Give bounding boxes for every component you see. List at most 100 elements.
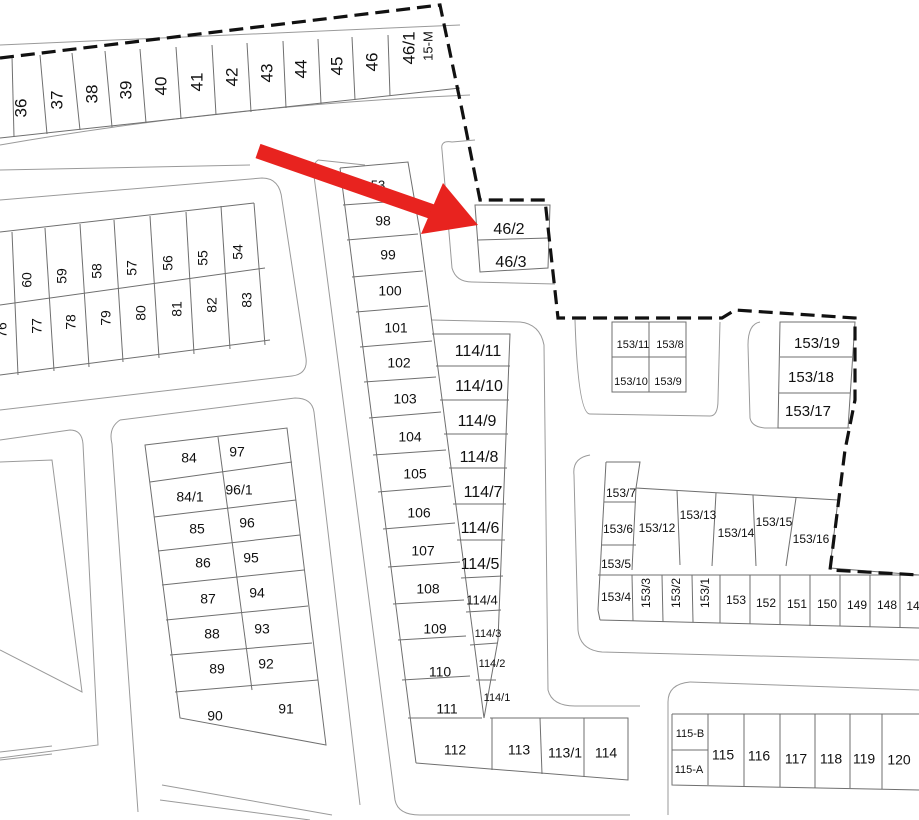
road-outlines — [0, 24, 919, 820]
plot-label-153-17: 153/17 — [785, 403, 831, 420]
plot-label-153-6: 153/6 — [603, 522, 633, 536]
plot-label-88: 88 — [204, 626, 220, 642]
plot-outlines — [0, 34, 919, 791]
plot-label-153-5: 153/5 — [601, 557, 631, 571]
plot-label-120: 120 — [887, 752, 911, 768]
plot-label-99: 99 — [380, 247, 396, 263]
plot-label-114-3: 114/3 — [475, 628, 502, 640]
plot-label-40: 40 — [151, 77, 170, 96]
plot-label-14: 14 — [906, 599, 919, 613]
plot-label-36: 36 — [11, 99, 30, 118]
plot-label-153-14: 153/14 — [718, 526, 755, 540]
plot-label-148: 148 — [877, 598, 897, 612]
plot-label-54: 54 — [230, 244, 246, 260]
plot-label-45: 45 — [327, 57, 346, 76]
plot-label-58: 58 — [89, 263, 105, 279]
plot-label-86: 86 — [195, 555, 211, 571]
plot-label-104: 104 — [398, 429, 422, 445]
plot-label-76: 76 — [0, 322, 10, 338]
plot-label-95: 95 — [243, 550, 259, 566]
plot-label-118: 118 — [820, 751, 843, 767]
plot-label-97: 97 — [229, 444, 245, 460]
plot-label-96: 96 — [239, 515, 255, 531]
plot-label-46-1: 46/1 — [399, 31, 418, 64]
plot-label-84-1: 84/1 — [176, 489, 203, 505]
plot-label-57: 57 — [124, 260, 140, 276]
plot-label-101: 101 — [384, 320, 408, 336]
plot-label-102: 102 — [387, 355, 411, 371]
plot-label-110: 110 — [429, 664, 452, 680]
plot-label-153-19: 153/19 — [794, 335, 840, 352]
plot-label-149: 149 — [847, 598, 867, 612]
plot-label-84: 84 — [181, 450, 197, 466]
plot-label-56: 56 — [160, 255, 176, 271]
plot-label-113-1: 113/1 — [548, 745, 582, 761]
plot-label-114-2: 114/2 — [479, 658, 506, 670]
plot-label-153: 153 — [726, 593, 746, 607]
plot-label-96-1: 96/1 — [225, 482, 252, 498]
plot-label-115-B: 115-B — [676, 728, 705, 740]
plot-label-114-4: 114/4 — [466, 592, 498, 607]
plot-label-81: 81 — [169, 301, 185, 317]
plot-label-44: 44 — [291, 60, 310, 79]
plot-label-77: 77 — [29, 318, 45, 334]
plot-label-89: 89 — [209, 661, 225, 677]
plot-label-114-1: 114/1 — [484, 692, 511, 704]
plot-label-98: 98 — [375, 213, 391, 229]
plot-label-38: 38 — [82, 85, 101, 104]
plot-label-59: 59 — [54, 268, 70, 284]
plot-label-153-4: 153/4 — [601, 590, 631, 604]
plot-label-46: 46 — [362, 53, 381, 72]
plot-label-46-2: 46/2 — [493, 221, 524, 238]
plot-label-114-9: 114/9 — [458, 413, 497, 430]
plot-label-114-7: 114/7 — [464, 484, 503, 501]
plot-label-152: 152 — [756, 596, 776, 610]
plot-label-100: 100 — [378, 283, 402, 299]
plot-label-78: 78 — [63, 314, 79, 330]
plot-label-114-8: 114/8 — [460, 449, 499, 466]
plot-label-83: 83 — [239, 292, 255, 308]
plot-label-55: 55 — [195, 250, 211, 266]
plot-label-91: 91 — [278, 701, 294, 717]
plot-label-92: 92 — [258, 656, 274, 672]
plot-label-114: 114 — [595, 745, 618, 761]
plot-label-87: 87 — [200, 591, 216, 607]
plot-label-108: 108 — [416, 581, 440, 597]
plot-label-90: 90 — [207, 708, 223, 724]
plot-label-37: 37 — [47, 91, 66, 110]
plot-label-153-3: 153/3 — [639, 578, 653, 608]
plot-label-114-11: 114/11 — [455, 343, 502, 360]
plot-label-79: 79 — [98, 310, 114, 326]
plot-label-117: 117 — [785, 751, 808, 767]
plot-label-151: 151 — [787, 597, 807, 611]
plot-label-150: 150 — [817, 597, 837, 611]
dashed-boundary — [0, 3, 919, 577]
plot-label-153-9: 153/9 — [654, 376, 682, 388]
plot-label-114-5: 114/5 — [461, 556, 500, 573]
plot-label-80: 80 — [133, 305, 149, 321]
plot-label-82: 82 — [204, 297, 220, 313]
plot-label-94: 94 — [249, 585, 265, 601]
plot-label-153-8: 153/8 — [656, 339, 684, 351]
plot-label-42: 42 — [222, 68, 241, 87]
plot-label-112: 112 — [444, 742, 467, 758]
plot-label-153-11: 153/11 — [617, 339, 650, 351]
plot-label-114-6: 114/6 — [461, 520, 500, 537]
plot-label-115: 115 — [712, 747, 735, 763]
plot-label-60: 60 — [19, 272, 35, 288]
plot-label-153-15: 153/15 — [756, 515, 793, 529]
plot-label-15-M: 15-M — [420, 31, 435, 61]
plot-label-41: 41 — [187, 73, 206, 92]
plot-label-39: 39 — [116, 81, 135, 100]
plot-label-115-A: 115-A — [675, 764, 704, 776]
plot-label-113: 113 — [508, 742, 531, 758]
plot-label-153-2: 153/2 — [669, 578, 683, 608]
plot-label-119: 119 — [853, 751, 876, 767]
plot-label-153-10: 153/10 — [614, 376, 648, 388]
plot-label-153-12: 153/12 — [639, 521, 676, 535]
plot-label-153-13: 153/13 — [680, 508, 717, 522]
plot-label-85: 85 — [189, 521, 205, 537]
plot-label-109: 109 — [423, 621, 447, 637]
